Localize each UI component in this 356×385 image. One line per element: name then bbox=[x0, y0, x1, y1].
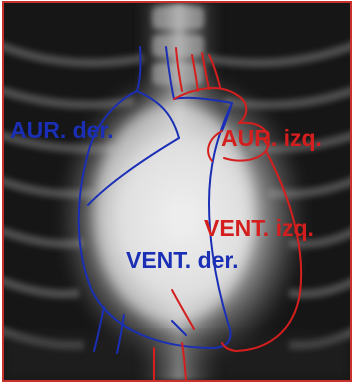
heart-radiograph bbox=[4, 3, 350, 380]
label-left-atrium: AUR. izq. bbox=[221, 125, 322, 151]
label-right-ventricle: VENT. der. bbox=[126, 247, 238, 273]
label-left-ventricle: VENT. izq. bbox=[204, 215, 314, 241]
radiograph-frame: AUR. der. AUR. izq. VENT. izq. VENT. der… bbox=[2, 1, 352, 382]
label-right-atrium: AUR. der. bbox=[10, 117, 114, 143]
